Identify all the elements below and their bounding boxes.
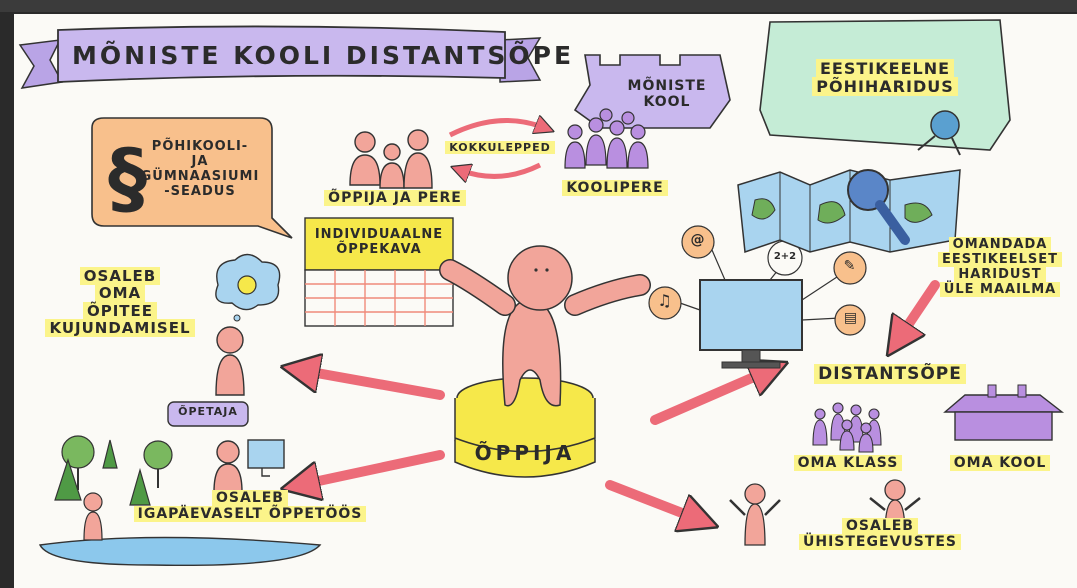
daily-study-label: OSALEB IGAPÄEVASELT ÕPPETÖÖS — [110, 490, 390, 523]
individual-plan-table — [304, 217, 454, 327]
nature-scene — [38, 435, 322, 567]
school-community-figures — [564, 108, 649, 169]
daily-line-1: OSALEB — [110, 490, 390, 506]
law-line-2: JA — [191, 153, 209, 169]
computer-monitor — [648, 225, 867, 369]
joint-line-2: ÜHISTEGEVUSTES — [780, 534, 980, 551]
path-line-1: OSALEB — [40, 267, 200, 285]
school-flag — [573, 54, 731, 129]
math-icon: 2+2 — [773, 251, 797, 262]
relation-arrows — [300, 280, 940, 520]
world-map — [737, 169, 961, 254]
school-building — [943, 384, 1065, 441]
own-class-label: OMA KLASS — [778, 455, 918, 471]
global-education-label: OMANDADA EESTIKEELSET HARIDUST ÜLE MAAIL… — [930, 237, 1070, 298]
classmates-figures — [812, 402, 882, 453]
school-flag-line-2: KOOL — [643, 94, 691, 111]
plan-line-2: ÕPPEKAVA — [336, 241, 422, 257]
page-title: MÕNISTE KOOLI DISTANTSÕPE — [72, 41, 575, 70]
individual-plan-label: INDIVIDUAALNE ÕPPEKAVA — [305, 227, 453, 258]
family-figures — [349, 129, 433, 189]
school-flag-label: MÕNISTE KOOL — [612, 78, 722, 110]
path-line-2: OMA — [40, 284, 200, 303]
path-line-3: ÕPITEE — [40, 301, 200, 320]
law-line-3: GÜMNAASIUMI — [140, 168, 260, 184]
svg-text:§: § — [108, 134, 147, 224]
global-line-2: EESTIKEELSET — [930, 251, 1070, 268]
education-line-1: EESTIKEELNE — [790, 59, 980, 78]
education-scroll-label: EESTIKEELNE PÕHIHARIDUS — [790, 59, 980, 97]
school-community-label: KOOLIPERE — [555, 180, 675, 196]
daily-line-2: IGAPÄEVASELT ÕPPETÖÖS — [110, 506, 390, 523]
top-strip — [0, 0, 1077, 12]
plan-line-1: INDIVIDUAALNE — [314, 227, 444, 242]
distance-learning-label: DISTANTSÕPE — [795, 364, 985, 385]
global-line-3: HARIDUST — [930, 266, 1070, 283]
own-school-label: OMA KOOL — [935, 455, 1065, 471]
law-bubble: § — [91, 117, 293, 239]
law-line-4: -SEADUS — [164, 183, 236, 199]
law-bubble-label: PÕHIKOOLI- JA GÜMNAASIUMI -SEADUS — [130, 139, 270, 200]
teacher — [167, 401, 285, 493]
global-line-4: ÜLE MAAILMA — [930, 281, 1070, 298]
document-icon: ▤ — [843, 310, 859, 326]
path-line-4: KUJUNDAMISEL — [40, 318, 200, 337]
learner-label: ÕPPIJA — [474, 441, 576, 465]
pencil-icon: ✎ — [843, 258, 857, 274]
law-line-1: PÕHIKOOLI- — [151, 139, 249, 154]
school-flag-line-1: MÕNISTE — [627, 78, 707, 94]
joint-activities-label: OSALEB ÜHISTEGEVUSTES — [780, 518, 980, 551]
participates-path-label: OSALEB OMA ÕPITEE KUJUNDAMISEL — [40, 267, 200, 337]
teacher-label: ÕPETAJA — [178, 405, 238, 418]
learner-figure — [439, 245, 651, 478]
education-line-2: PÕHIHARIDUS — [790, 77, 980, 97]
music-icon: ♫ — [657, 291, 673, 310]
global-line-1: OMANDADA — [930, 237, 1070, 253]
joint-line-1: OSALEB — [780, 518, 980, 534]
title-banner — [18, 25, 542, 89]
family-label: ÕPPIJA JA PERE — [310, 190, 480, 206]
agreement-label: KOKKULEPPED — [440, 141, 560, 155]
thinking-student — [215, 253, 281, 396]
email-icon: @ — [690, 232, 706, 248]
agreement-arrows — [448, 120, 545, 176]
